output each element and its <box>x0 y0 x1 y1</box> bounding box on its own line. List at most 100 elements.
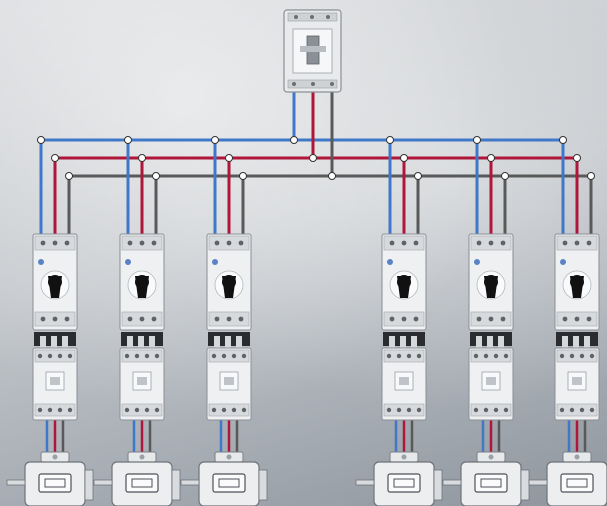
terminal-screw <box>47 353 53 359</box>
contactor <box>381 347 427 421</box>
terminal-screw <box>406 353 412 359</box>
logo-dot <box>387 259 393 265</box>
motor-nameplate <box>560 473 594 493</box>
motor <box>6 451 94 506</box>
terminal-screw <box>476 240 482 246</box>
terminal-screw <box>473 407 479 413</box>
contactor-top-terminals <box>383 349 425 363</box>
terminal-screw <box>569 353 575 359</box>
terminal-screw <box>52 240 58 246</box>
terminal-screw <box>57 407 63 413</box>
link-tooth <box>411 336 417 348</box>
junction-dot <box>51 154 59 162</box>
terminal-screw <box>211 407 217 413</box>
terminal-screw <box>416 407 422 413</box>
nameplate-inner <box>44 478 66 488</box>
terminal-screw <box>154 353 160 359</box>
contactor <box>468 347 514 421</box>
link-module <box>34 332 76 348</box>
terminal-screw <box>476 316 482 322</box>
contactor-bottom-terminals <box>470 403 512 417</box>
terminal-screw <box>559 407 565 413</box>
motor-protection-switch <box>119 233 165 331</box>
junction-dot <box>225 154 233 162</box>
terminal-screw <box>493 353 499 359</box>
contactor-top-terminals <box>470 349 512 363</box>
terminal-screw <box>226 316 232 322</box>
terminal-screw <box>396 353 402 359</box>
contactor-indicator <box>486 377 496 385</box>
branch-5 <box>442 233 530 506</box>
link-module <box>556 332 598 348</box>
logo-dot <box>125 259 131 265</box>
nameplate-inner <box>131 478 153 488</box>
terminal-screw <box>57 353 63 359</box>
branch-2 <box>93 233 181 506</box>
terminal-screw <box>574 240 580 246</box>
logo-dot <box>212 259 218 265</box>
link-tooth <box>236 336 242 348</box>
terminal-screw <box>416 353 422 359</box>
terminal-screw <box>134 407 140 413</box>
terminal-screw <box>134 353 140 359</box>
terminal-screw <box>211 353 217 359</box>
junction-dot <box>152 172 160 180</box>
terminal-screw <box>64 316 70 322</box>
terminal-screw <box>500 240 506 246</box>
terminal-box-screw <box>226 454 232 460</box>
terminal-screw <box>503 407 509 413</box>
link-tooth <box>149 336 155 348</box>
motor-protection-switch <box>381 233 427 331</box>
junction-dot <box>37 136 45 144</box>
motor <box>528 451 607 506</box>
motor-nameplate <box>387 473 421 493</box>
terminal-screw <box>221 353 227 359</box>
terminal-screw <box>226 240 232 246</box>
branch-4 <box>355 233 443 506</box>
contactor-top-terminals <box>121 349 163 363</box>
terminal-screw <box>47 407 53 413</box>
junction-dot <box>290 136 298 144</box>
terminal-screw <box>139 316 145 322</box>
terminal-screw <box>574 316 580 322</box>
contactor-indicator <box>399 377 409 385</box>
motor <box>180 451 268 506</box>
terminal-screw <box>241 353 247 359</box>
contactor <box>206 347 252 421</box>
terminal-screw <box>292 82 296 86</box>
junction-dot <box>501 172 509 180</box>
terminal-screw <box>483 353 489 359</box>
terminal-screw <box>386 407 392 413</box>
motor-fan-cover <box>520 469 530 501</box>
branch-1 <box>6 233 94 506</box>
motor <box>93 451 181 506</box>
contactor <box>32 347 78 421</box>
contactor-indicator <box>50 377 60 385</box>
junction-dot <box>414 172 422 180</box>
terminal-screw <box>589 353 595 359</box>
terminal-screw <box>154 407 160 413</box>
link-tooth <box>476 336 482 348</box>
terminal-screw <box>231 407 237 413</box>
contactor-top-terminals <box>556 349 598 363</box>
link-tooth <box>573 336 579 348</box>
junction-dot <box>65 172 73 180</box>
terminal-screw <box>413 316 419 322</box>
link-module <box>383 332 425 348</box>
motor-shaft <box>6 479 26 486</box>
junction-dot <box>573 154 581 162</box>
link-tooth <box>225 336 231 348</box>
junction-dot <box>400 154 408 162</box>
junction-dot <box>559 136 567 144</box>
link-tooth <box>498 336 504 348</box>
terminal-screw <box>406 407 412 413</box>
terminal-screw <box>238 316 244 322</box>
terminal-screw <box>52 316 58 322</box>
terminal-screw <box>562 316 568 322</box>
terminal-screw <box>389 316 395 322</box>
motor-shaft <box>442 479 462 486</box>
terminal-screw <box>37 353 43 359</box>
terminal-screw <box>37 407 43 413</box>
terminal-screw <box>503 353 509 359</box>
